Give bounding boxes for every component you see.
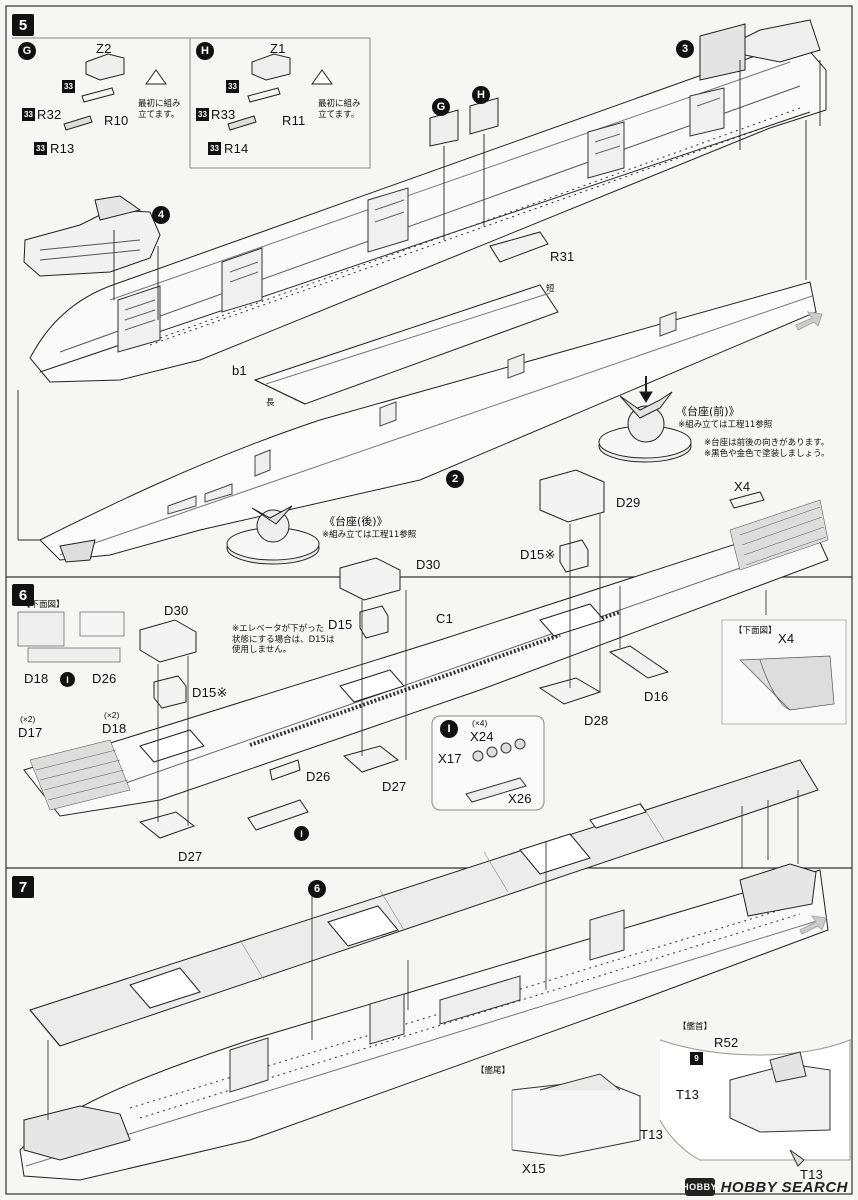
stern-inset [511,1073,641,1157]
right-bottom-view-title: 【下面図】 [734,626,777,636]
stand-front-note: ※組み立ては工程11参照 [678,420,773,430]
sub-i-badge: I [440,720,458,738]
part-t13-label: T13 [800,1167,824,1182]
part-c1-label: C1 [436,611,454,626]
completed-flight-deck [29,759,819,1047]
part-d15-label: D15※ [192,685,228,700]
sub-h-badge: H [196,42,214,60]
part-d17-label: D17 [18,725,43,740]
stern-inset-title: 【艦尾】 [476,1066,511,1076]
runner-33-badge: 33 [226,80,239,93]
part-x4-label: X4 [778,631,795,646]
stand-front-title: 《台座(前)》 [676,405,740,418]
step-5-badge: 5 [12,14,34,36]
ref-g-badge: G [432,98,450,116]
sub-box-i [431,715,545,811]
left-bottom-view-title: 【下面図】 [22,600,65,610]
runner-9-badge: 9 [690,1052,703,1065]
sub-assemblies-gh [63,53,333,131]
lower-hull [39,281,817,563]
runner-33-badge: 33 [22,108,35,121]
part-d15-label: D15 [328,617,353,632]
part-t13-label: T13 [640,1127,664,1142]
ref-6-badge: 6 [308,880,326,898]
part-d27-label: D27 [382,779,407,794]
ref-4-badge: 4 [152,206,170,224]
part-z2-label: Z2 [96,41,112,56]
upper-hull [23,19,827,383]
sub-g-badge: G [18,42,36,60]
part-d18-label: D18 [102,721,127,736]
stand-front [598,376,692,463]
long-side-label: 長 [266,398,275,408]
part-x26-label: X26 [508,791,532,806]
part-d28-label: D28 [584,713,609,728]
part-d29-label: D29 [616,495,641,510]
sub-g-note: 最初に組み 立てます。 [138,99,181,120]
stand-rear-note: ※組み立ては工程11参照 [322,530,417,540]
watermark-text: HOBBY SEARCH [720,1178,848,1196]
part-r31-label: R31 [550,249,575,264]
ref-h-badge: H [472,86,490,104]
qty-x4-label: (×4) [472,718,488,728]
part-r33-label: R33 [211,107,236,122]
part-d30-label: D30 [416,557,441,572]
right-bottom-view [721,619,847,725]
stand-front-painting-note: ※台座は前後の向きがあります。 ※黒色や金色で塗装しましょう。 [704,438,830,459]
part-x17-label: X17 [438,751,462,766]
runner-33-badge: 33 [62,80,75,93]
bow-inset [659,1039,851,1167]
part-d30-label: D30 [164,603,189,618]
ref-2-badge: 2 [446,470,464,488]
flight-deck-plate [253,284,559,405]
hobby-search-watermark: HOBBY HOBBY SEARCH [682,1178,848,1196]
part-z1-label: Z1 [270,41,286,56]
part-x15-label: X15 [522,1161,546,1176]
part-d26-label: D26 [306,769,331,784]
part-d18-label: D18 [24,671,49,686]
part-d26-label: D26 [92,671,117,686]
part-b1-label: b1 [232,363,247,378]
hangar-deck-assembly [23,499,829,817]
sub-h-note: 最初に組み 立てます。 [318,99,361,120]
step-6-badge: 6 [12,584,34,606]
ref-i-badge: I [60,672,75,687]
runner-33-badge: 33 [196,108,209,121]
elevator-note: ※エレベータが下がった 状態にする場合は、D15は 使用しません。 [232,624,335,656]
left-bottom-view [17,611,125,663]
short-side-label: 短 [546,284,555,294]
step-7-badge: 7 [12,876,34,898]
ref-i-badge: I [294,826,309,841]
part-r14-label: R14 [224,141,249,156]
stand-rear-title: 《台座(後)》 [324,515,388,528]
part-r32-label: R32 [37,107,62,122]
stand-rear [226,505,320,565]
hobby-search-logo-icon: HOBBY [682,1178,717,1196]
part-r10-label: R10 [104,113,129,128]
part-d15-label: D15※ [520,547,556,562]
step6-parts [138,469,765,839]
part-x24-label: X24 [470,729,494,744]
part-r52-label: R52 [714,1035,739,1050]
bow-inset-title: 【艦首】 [678,1022,713,1032]
runner-33-badge: 33 [208,142,221,155]
qty-x2-label: (×2) [104,710,120,720]
qty-x2-label: (×2) [20,714,36,724]
part-t13-label: T13 [676,1087,700,1102]
part-d16-label: D16 [644,689,669,704]
part-r13-label: R13 [50,141,75,156]
part-r11-label: R11 [282,113,306,128]
ref-3-badge: 3 [676,40,694,58]
runner-33-badge: 33 [34,142,47,155]
completed-hull [19,863,829,1181]
part-d27-label: D27 [178,849,203,864]
part-x4-label: X4 [734,479,751,494]
